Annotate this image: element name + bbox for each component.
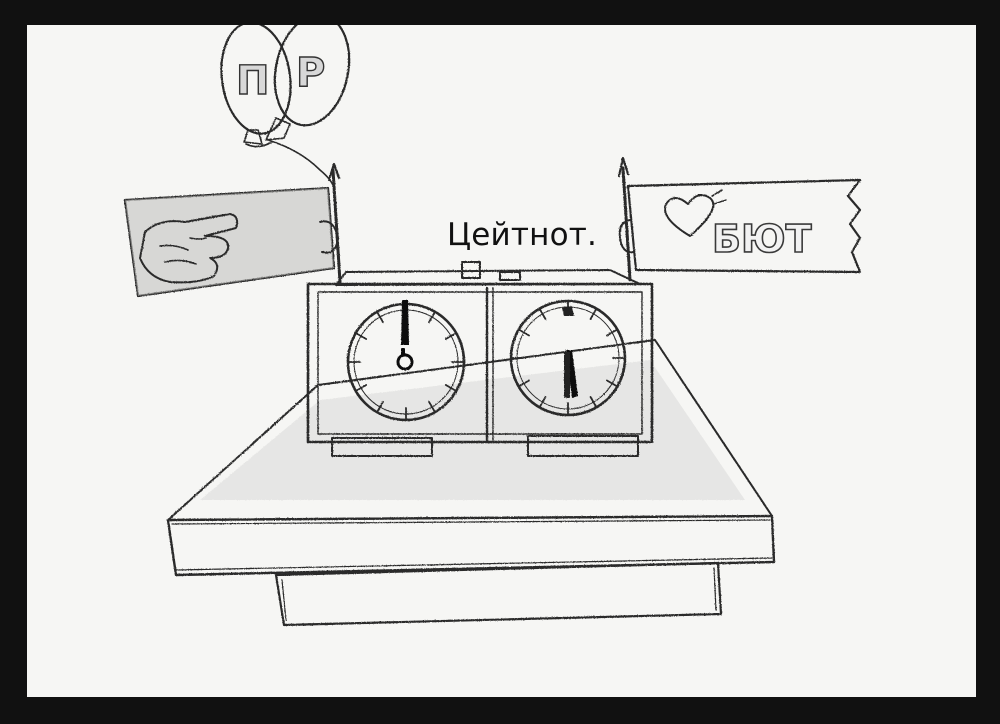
heart-icon bbox=[664, 189, 727, 237]
cartoon-drawing: П Р БЮТ bbox=[123, 25, 862, 627]
balloon-letter-r: Р bbox=[296, 50, 325, 96]
dial-tick bbox=[428, 400, 436, 414]
dial-tick bbox=[517, 328, 530, 337]
dial-tick bbox=[428, 310, 436, 324]
left-flag bbox=[123, 162, 342, 298]
left-dial bbox=[346, 300, 466, 422]
balloon-p bbox=[220, 25, 292, 145]
balloon-letter-p: П bbox=[236, 58, 269, 104]
table bbox=[166, 339, 776, 627]
dial-tick bbox=[517, 379, 530, 388]
cartoon-panel: П Р БЮТ Цейтнот. bbox=[27, 25, 976, 697]
dial-tick bbox=[376, 400, 384, 414]
dial-tick bbox=[606, 379, 619, 388]
dial-tick bbox=[376, 310, 384, 324]
dial-tick bbox=[538, 396, 547, 409]
right-flag-text: БЮТ bbox=[712, 217, 812, 261]
dial-tick bbox=[538, 307, 547, 320]
dial-tick bbox=[589, 307, 598, 320]
dial-tick bbox=[354, 384, 368, 392]
dial-tick bbox=[354, 332, 368, 340]
right-flag bbox=[617, 156, 862, 282]
dial-tick bbox=[589, 396, 598, 409]
chess-clock bbox=[306, 261, 654, 457]
dial-tick bbox=[444, 332, 458, 340]
right-dial bbox=[509, 299, 627, 417]
dial-tick bbox=[606, 328, 619, 337]
balloon-r bbox=[265, 25, 351, 141]
fist-icon bbox=[139, 213, 239, 284]
balloons bbox=[220, 25, 351, 189]
dial-tick bbox=[444, 384, 458, 392]
cartoon-caption: Цейтнот. bbox=[446, 217, 598, 253]
